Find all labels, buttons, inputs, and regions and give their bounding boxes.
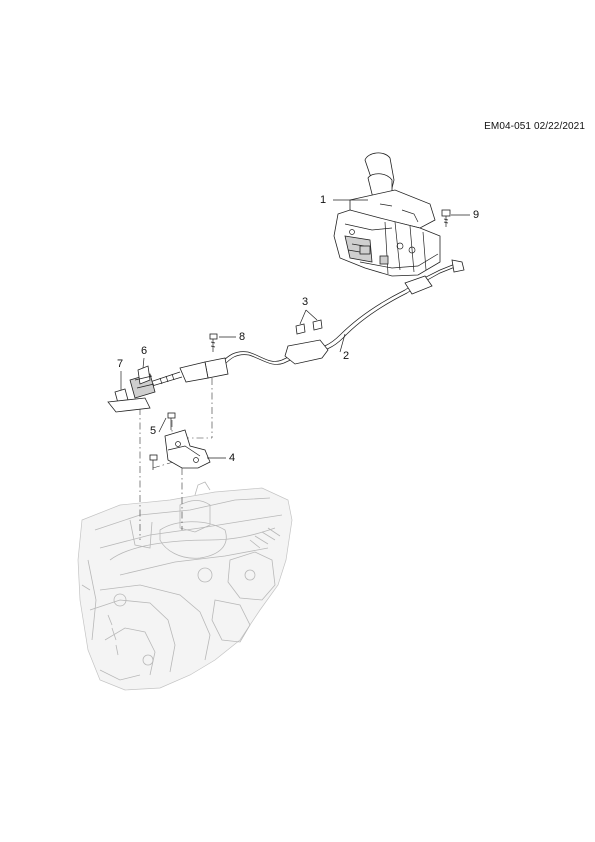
callout-2: 2 (343, 350, 350, 362)
cable-retainers (295, 319, 323, 335)
callout-9: 9 (473, 209, 480, 221)
cable-bracket (164, 429, 211, 469)
cable-bracket-bolt (209, 333, 218, 352)
callout-1: 1 (320, 194, 327, 206)
callout-4: 4 (229, 452, 236, 464)
callout-6: 6 (141, 345, 148, 357)
document-reference: EM04-051 02/22/2021 (484, 121, 585, 132)
callout-5: 5 (150, 425, 157, 437)
callout-8: 8 (239, 331, 246, 343)
shifter-bolt (441, 209, 451, 227)
bracket-bolts (149, 412, 176, 470)
leader-lines (120, 199, 470, 459)
transmission-assembly (77, 481, 293, 691)
callout-7: 7 (117, 358, 124, 370)
lever-nut (107, 388, 151, 413)
shift-cable (149, 259, 465, 387)
cable-end-lever (129, 365, 156, 399)
shifter-control-assembly (333, 152, 441, 277)
callout-3: 3 (302, 296, 309, 308)
